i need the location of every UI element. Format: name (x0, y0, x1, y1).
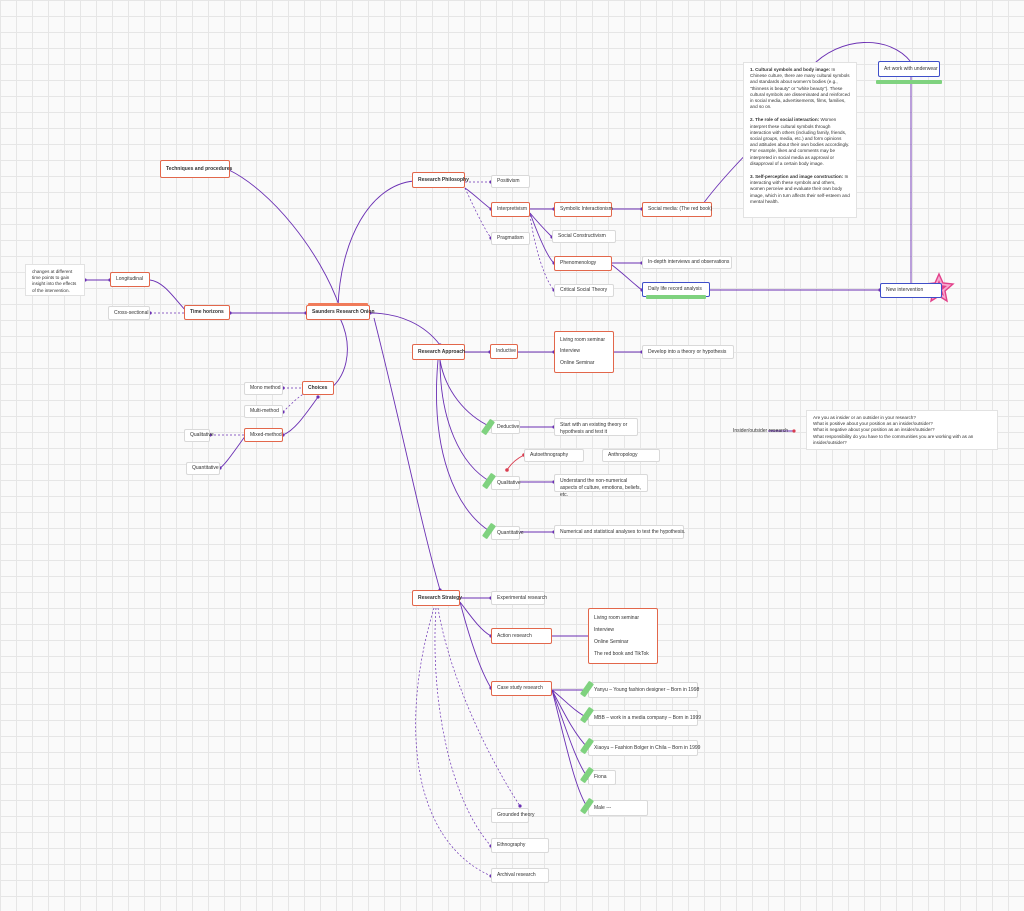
connector (437, 607, 521, 807)
critical-social-theory-node[interactable]: Critical Social Theory (554, 284, 614, 297)
inductive-item: Interview (560, 348, 581, 355)
positivism-node[interactable]: Positivism (491, 175, 530, 188)
connector (228, 169, 341, 309)
phenomenology-node[interactable]: Phenomenology (554, 256, 612, 271)
mixed-method-node[interactable]: Mixed-method (244, 428, 283, 442)
connector (327, 317, 348, 391)
connector (373, 317, 441, 591)
approach-quantitative-node[interactable]: Quantitative (491, 526, 524, 540)
connector (434, 607, 492, 847)
archival-research-node[interactable]: Archival research (491, 868, 549, 883)
inductive-item: Living room seminar (560, 337, 606, 344)
case-study-node[interactable]: Case study research (491, 681, 552, 696)
develop-theory-node[interactable]: Develop into a theory or hypothesis (642, 345, 734, 359)
deductive-node[interactable]: Deductive (491, 420, 520, 434)
connector (439, 359, 492, 483)
connector (551, 689, 589, 779)
connector (464, 187, 492, 239)
insider-outsider-questions: Are you as insider or an outsider in you… (806, 410, 998, 450)
longitudinal-note: changes at different time points to gain… (25, 264, 85, 296)
connector (337, 180, 415, 309)
action-items[interactable]: Living room seminar Interview Online Sem… (588, 608, 658, 664)
daily-life-highlight (646, 295, 706, 299)
interviews-node[interactable]: In-depth interviews and observations (642, 256, 732, 269)
approach-node[interactable]: Research Approach (412, 344, 465, 360)
longitudinal-node[interactable]: Longitudinal (110, 272, 150, 287)
case-item[interactable]: Male --- (588, 800, 648, 816)
connector (282, 392, 306, 413)
symbolic-notes: 1. Cultural symbols and body image: In C… (743, 62, 857, 218)
approach-qualitative-node[interactable]: Qualitative (491, 476, 521, 490)
anthropology-node[interactable]: Anthropology (602, 449, 660, 462)
connector (464, 187, 492, 210)
center-highlight (308, 303, 368, 306)
cross-sectional-node[interactable]: Cross-sectional (108, 306, 150, 320)
interpretivism-node[interactable]: Interpretivism (491, 202, 530, 217)
qualitative-note: Understand the non-numerical aspects of … (554, 474, 648, 498)
philosophy-node[interactable]: Research Philosophy (412, 172, 469, 188)
pragmatism-node[interactable]: Pragmatism (491, 232, 530, 245)
connector (529, 212, 553, 238)
action-item: Living room seminar (594, 614, 640, 621)
action-item: Online Seminar (594, 638, 629, 645)
connector (459, 601, 492, 637)
connector (282, 396, 319, 436)
case-item[interactable]: Xiaoyu – Fashion Bolger in Chila – Born … (588, 740, 700, 756)
connector (369, 312, 441, 346)
techniques-node[interactable]: Techniques and procedures (160, 160, 232, 178)
inductive-item: Online Seminar (560, 359, 595, 366)
experimental-research-node[interactable]: Experimental research (491, 591, 547, 605)
connector (551, 689, 589, 809)
artwork-highlight (876, 80, 942, 84)
connector (506, 454, 525, 471)
grounded-theory-node[interactable]: Grounded theory (491, 808, 535, 823)
connector (809, 42, 912, 69)
connector (219, 434, 247, 469)
connector (149, 279, 189, 314)
action-item: Interview (594, 626, 615, 633)
mono-method-node[interactable]: Mono method (244, 382, 283, 395)
choices-qualitative-node[interactable]: Qualitative (184, 429, 214, 442)
connector (529, 212, 555, 264)
action-item: The red book and TikTok (594, 650, 649, 657)
inductive-node[interactable]: Inductive (490, 344, 518, 359)
connector (529, 214, 555, 291)
center-node[interactable]: Saunders Research Onion (306, 305, 375, 320)
insider-outsider-node[interactable]: Insider/outsider research (733, 427, 789, 434)
choices-node[interactable]: Choices (302, 381, 334, 395)
autoethnography-node[interactable]: Autoethnography (524, 449, 584, 462)
social-constructivism-node[interactable]: Social Constructivism (552, 230, 616, 243)
action-research-node[interactable]: Action research (491, 628, 552, 644)
social-media-node[interactable]: Social media: (The red book) (642, 202, 712, 217)
connector (459, 601, 492, 689)
deductive-note: Start with an existing theory or hypothe… (554, 418, 638, 436)
connector (436, 359, 492, 533)
connector (439, 359, 492, 428)
multi-method-node[interactable]: Multi-method (244, 405, 283, 418)
case-item[interactable]: MBB – work in a media company – Born in … (588, 710, 701, 726)
connector (611, 264, 643, 291)
artwork-node[interactable]: Art work with underwear (878, 61, 940, 77)
quantitative-note: Numerical and statistical analyses to te… (554, 525, 685, 539)
symbolic-interactionism-node[interactable]: Symbolic Interactionism (554, 202, 613, 217)
inductive-items[interactable]: Living room seminar Interview Online Sem… (554, 331, 614, 373)
case-item[interactable]: Yanyu – Young fashion designer – Born in… (588, 682, 699, 698)
ethnography-node[interactable]: Ethnography (491, 838, 549, 853)
choices-quantitative-node[interactable]: Quantitative (186, 462, 220, 475)
strategy-node[interactable]: Research Strategy (412, 590, 462, 606)
time-horizons-node[interactable]: Time horizons (184, 305, 230, 320)
new-intervention-node[interactable]: New intervention (880, 283, 942, 298)
connector (415, 607, 492, 877)
